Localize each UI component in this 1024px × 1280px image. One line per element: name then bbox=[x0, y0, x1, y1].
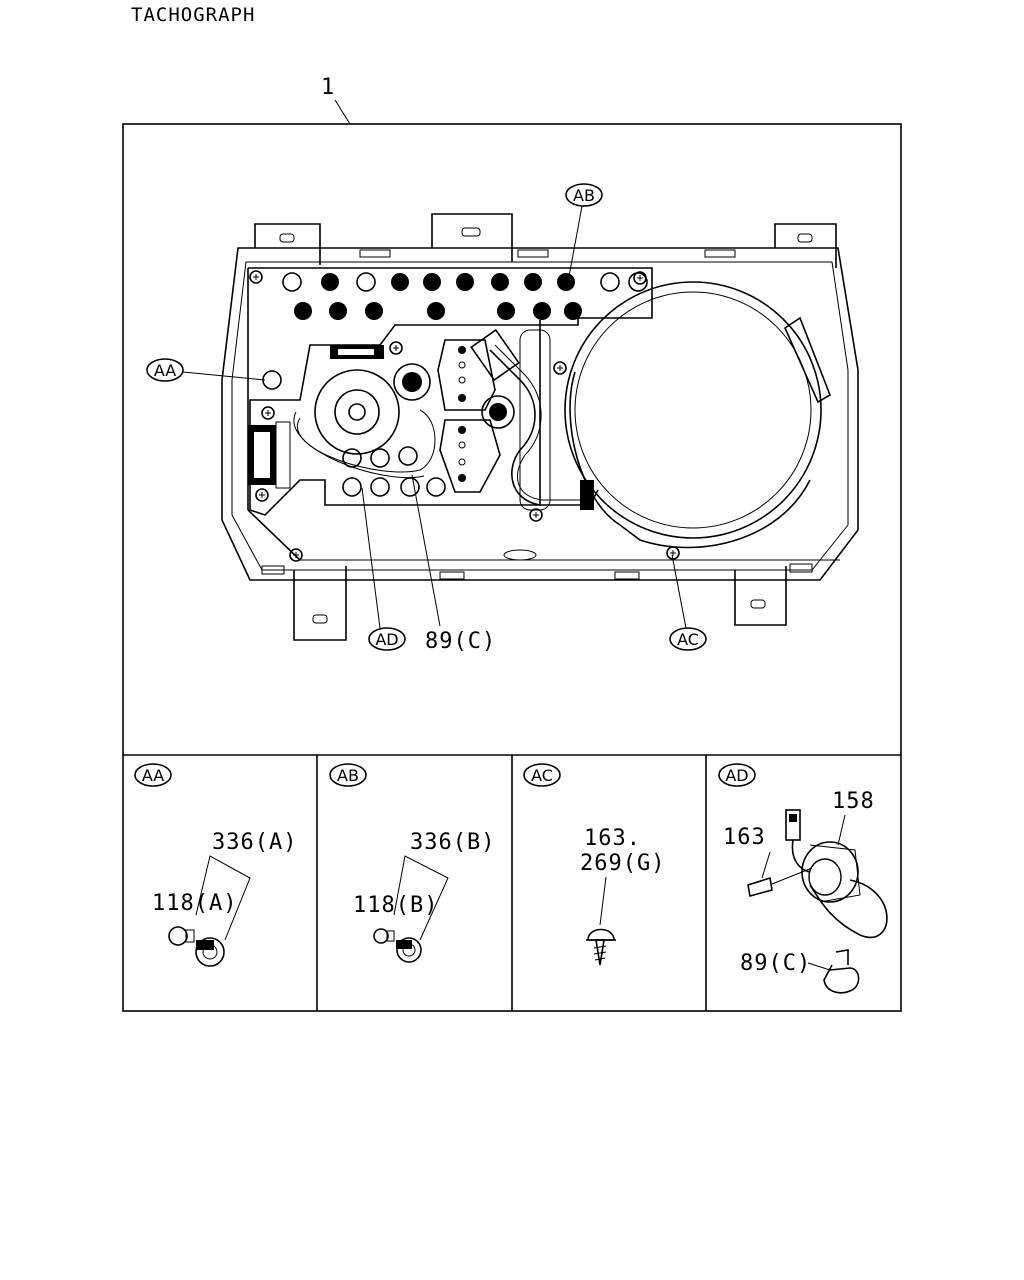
bulb-sockets bbox=[262, 272, 648, 497]
screw bbox=[529, 508, 543, 522]
cluster-housing bbox=[221, 213, 859, 641]
bulb-socket bbox=[564, 302, 582, 320]
bulb-socket bbox=[557, 273, 575, 291]
bulb-socket bbox=[400, 477, 420, 497]
panel-ad-header: AD bbox=[725, 766, 748, 785]
page-title: TACHOGRAPH bbox=[131, 4, 256, 26]
screw-slot bbox=[253, 274, 259, 280]
screw-slot bbox=[533, 512, 539, 518]
bulb-socket bbox=[370, 477, 390, 497]
bulb-socket bbox=[365, 302, 383, 320]
callout-ac-text: AC bbox=[677, 630, 699, 649]
screw-slot bbox=[557, 365, 563, 371]
callout-ac: AC bbox=[669, 554, 707, 651]
screw-slot bbox=[393, 345, 399, 351]
drive-gear bbox=[293, 345, 436, 478]
bulb-socket bbox=[262, 370, 282, 390]
bulb-socket bbox=[398, 446, 418, 466]
large-gauge bbox=[564, 281, 831, 549]
panel-ac-label-163: 163. bbox=[584, 826, 641, 851]
panel-ab-label-336b: 336(B) bbox=[410, 830, 495, 855]
bulb-socket bbox=[427, 302, 445, 320]
screw bbox=[249, 270, 263, 284]
panel-aa-label-118a: 118(A) bbox=[152, 891, 237, 916]
bulb-socket bbox=[329, 302, 347, 320]
panel-ad-label-163: 163 bbox=[723, 825, 766, 850]
screw-slot bbox=[265, 410, 271, 416]
bulb-socket bbox=[342, 477, 362, 497]
detail-panel-aa: AA 336(A) 118(A) bbox=[134, 763, 297, 967]
screw bbox=[289, 548, 303, 562]
panel-aa-header: AA bbox=[142, 766, 164, 785]
part-label-89c: 89(C) bbox=[425, 629, 496, 654]
callout-ad-text: AD bbox=[375, 630, 398, 649]
circuit-board bbox=[247, 267, 840, 561]
panel-ab-header: AB bbox=[337, 766, 359, 785]
panel-ad-label-89c: 89(C) bbox=[740, 951, 811, 976]
bulb-socket bbox=[423, 273, 441, 291]
panel-ac-label-269g: 269(G) bbox=[580, 851, 665, 876]
bulb-socket bbox=[321, 273, 339, 291]
panel-ab-label-118b: 118(B) bbox=[353, 893, 438, 918]
callout-ad: AD bbox=[361, 487, 406, 651]
part-1-leader bbox=[334, 99, 351, 125]
panel-aa-label-336a: 336(A) bbox=[212, 830, 297, 855]
bulb-socket bbox=[356, 272, 376, 292]
bulb-socket bbox=[294, 302, 312, 320]
bulb-socket bbox=[370, 448, 390, 468]
mounting-screws bbox=[249, 270, 680, 562]
bulb-socket bbox=[533, 302, 551, 320]
bulb-socket bbox=[524, 273, 542, 291]
bulb-socket bbox=[456, 273, 474, 291]
screw bbox=[255, 488, 269, 502]
part-label-1: 1 bbox=[321, 75, 335, 100]
bulb-socket bbox=[426, 477, 446, 497]
callout-aa: AA bbox=[146, 358, 266, 382]
bulb-socket bbox=[600, 272, 620, 292]
screw bbox=[633, 271, 647, 285]
screw bbox=[261, 406, 275, 420]
callout-ab: AB bbox=[565, 183, 603, 283]
screw-slot bbox=[259, 492, 265, 498]
screw-slot bbox=[293, 552, 299, 558]
bulb-socket bbox=[391, 273, 409, 291]
bulb-socket bbox=[282, 272, 302, 292]
detail-panel-ab: AB 336(B) 118(B) bbox=[329, 763, 495, 963]
detail-panel-ad: AD 158 163 89(C) bbox=[718, 763, 888, 994]
bulb-socket bbox=[497, 302, 515, 320]
screw bbox=[553, 361, 567, 375]
callout-ab-text: AB bbox=[573, 186, 595, 205]
bulb-socket bbox=[491, 273, 509, 291]
panel-ad-label-158: 158 bbox=[832, 789, 875, 814]
screw-slot bbox=[670, 550, 676, 556]
panel-ac-header: AC bbox=[531, 766, 553, 785]
center-module bbox=[437, 328, 599, 561]
callout-aa-text: AA bbox=[154, 361, 176, 380]
detail-panel-ac: AC 163. 269(G) bbox=[523, 763, 665, 966]
screw-slot bbox=[637, 275, 643, 281]
screw bbox=[389, 341, 403, 355]
